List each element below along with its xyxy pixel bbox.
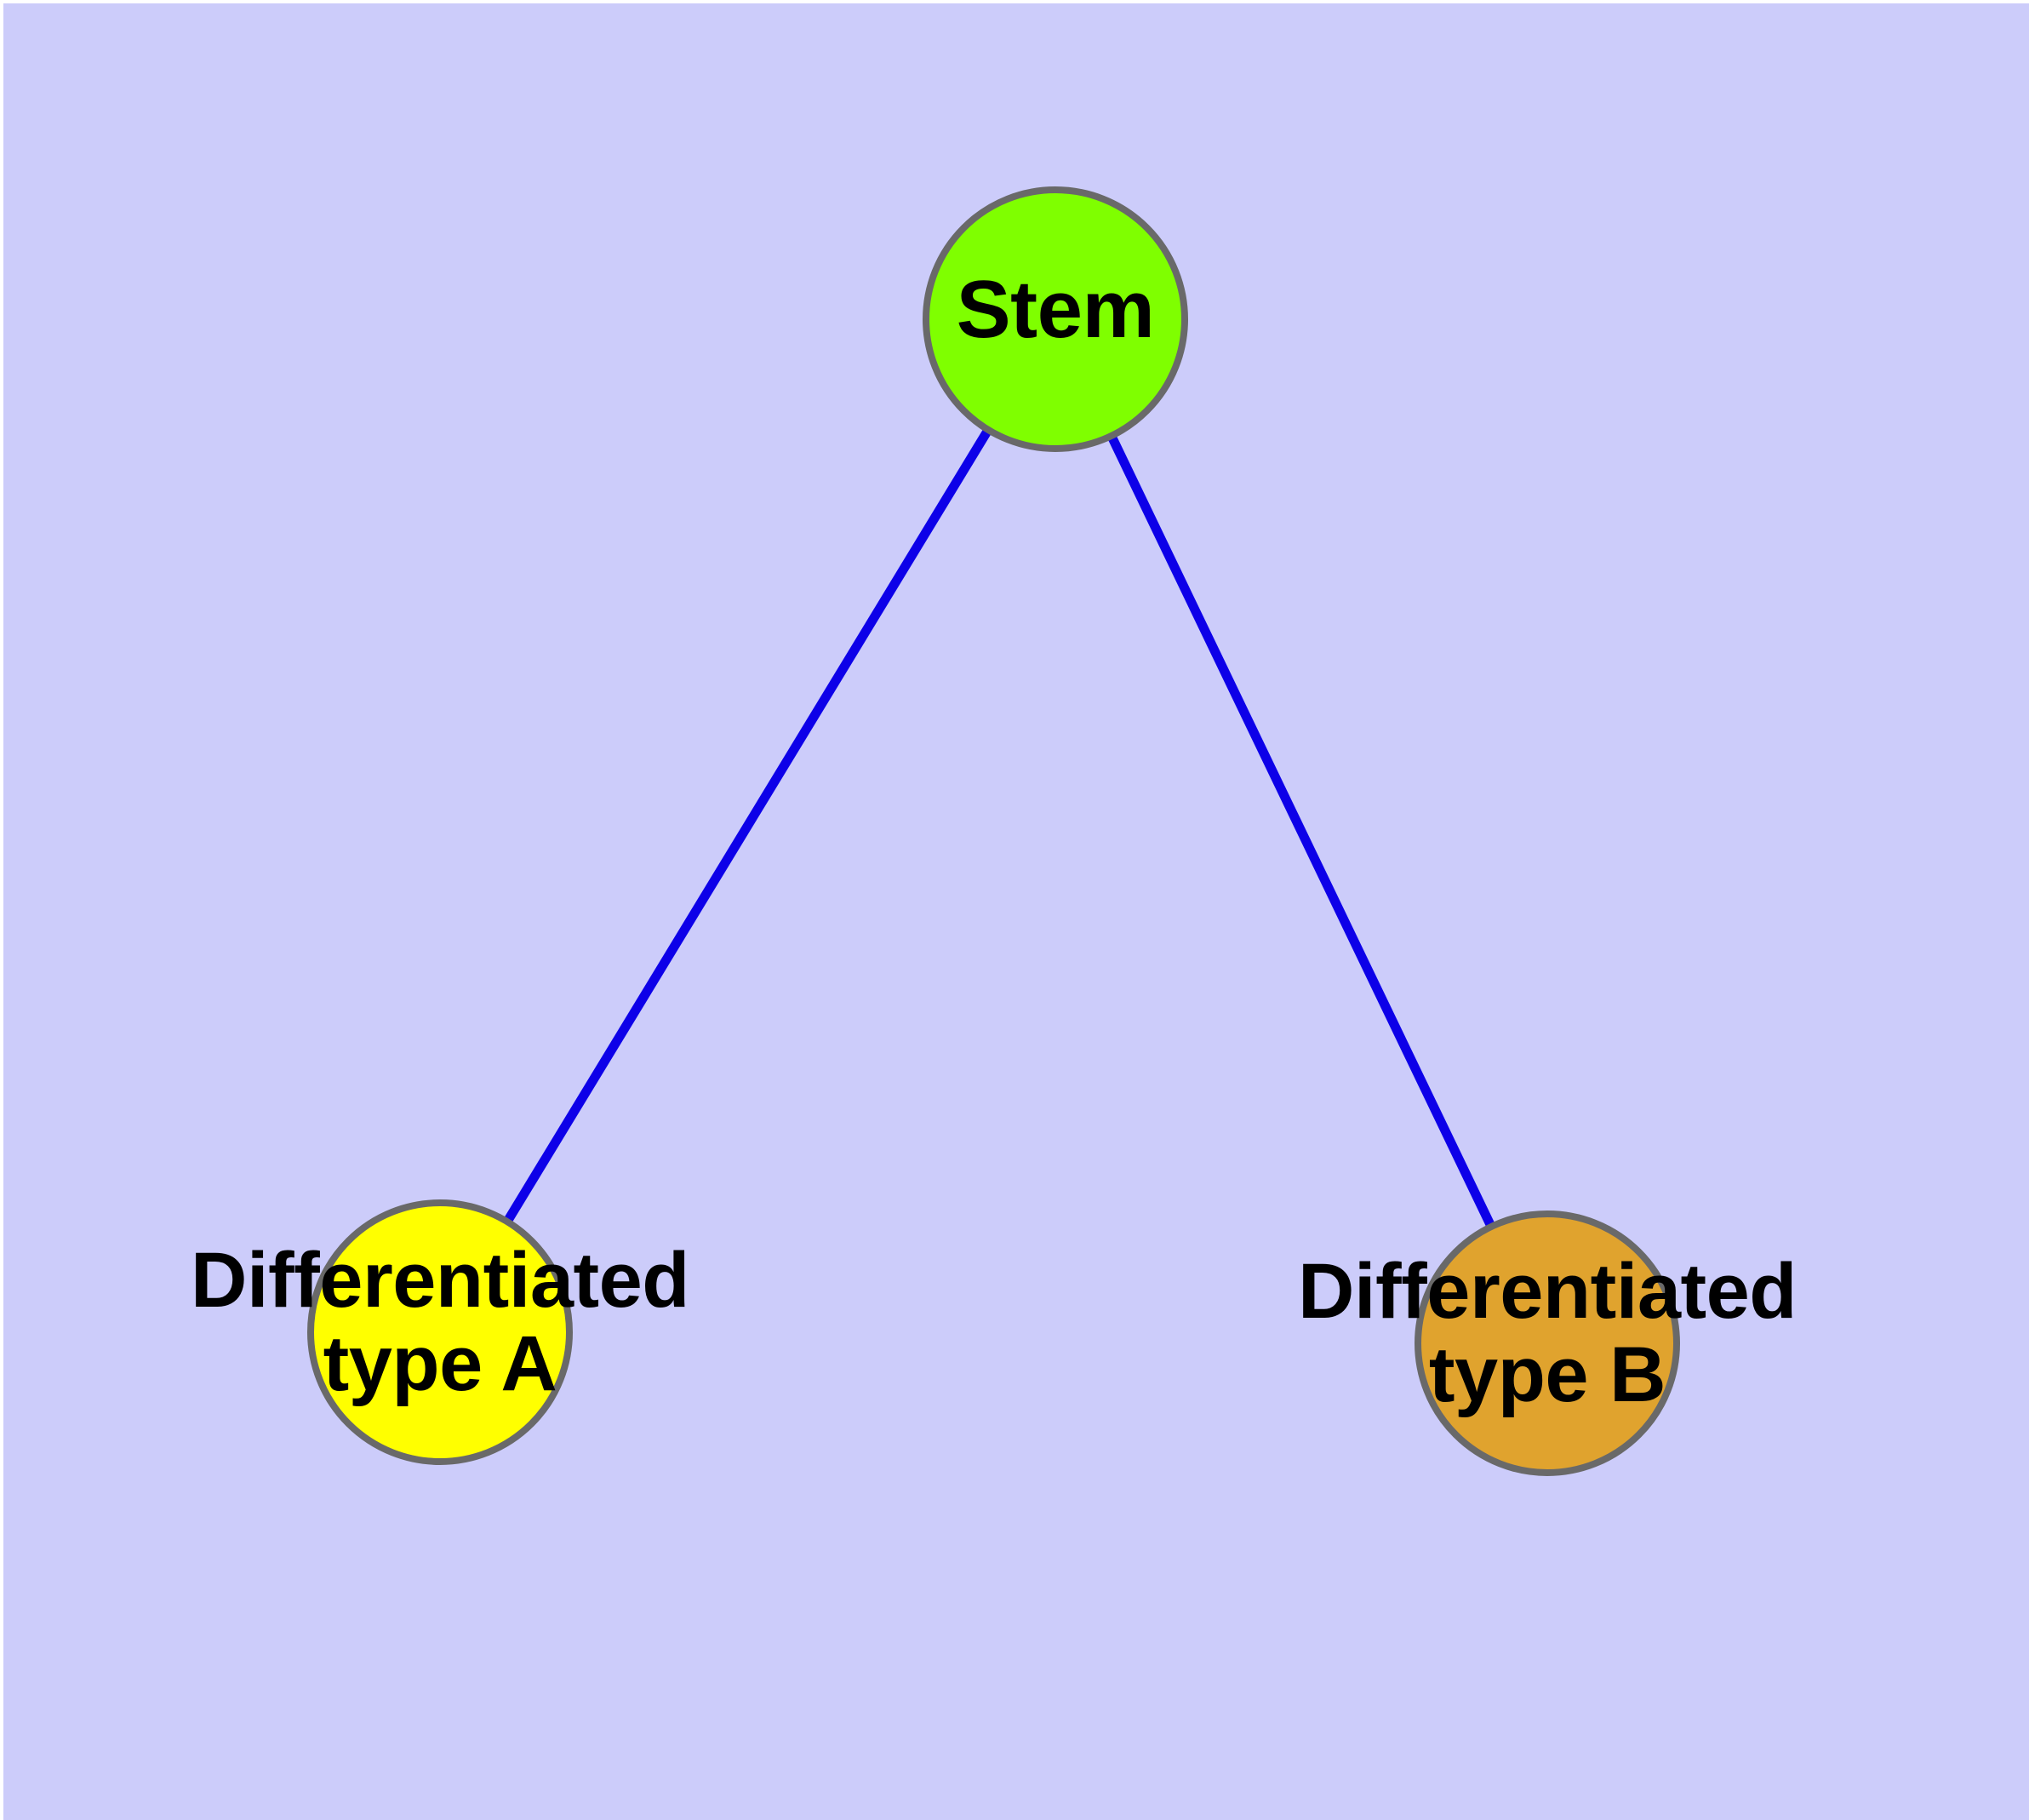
graph-node-diff_b[interactable] xyxy=(1415,1210,1680,1476)
node-layer xyxy=(307,186,1680,1476)
graph-edge[interactable] xyxy=(1051,317,1552,1346)
graph-node-stem[interactable] xyxy=(923,186,1188,452)
graph-edge[interactable] xyxy=(436,317,1060,1335)
graph-node-diff_a[interactable] xyxy=(307,1199,573,1465)
edge-layer xyxy=(436,317,1552,1346)
